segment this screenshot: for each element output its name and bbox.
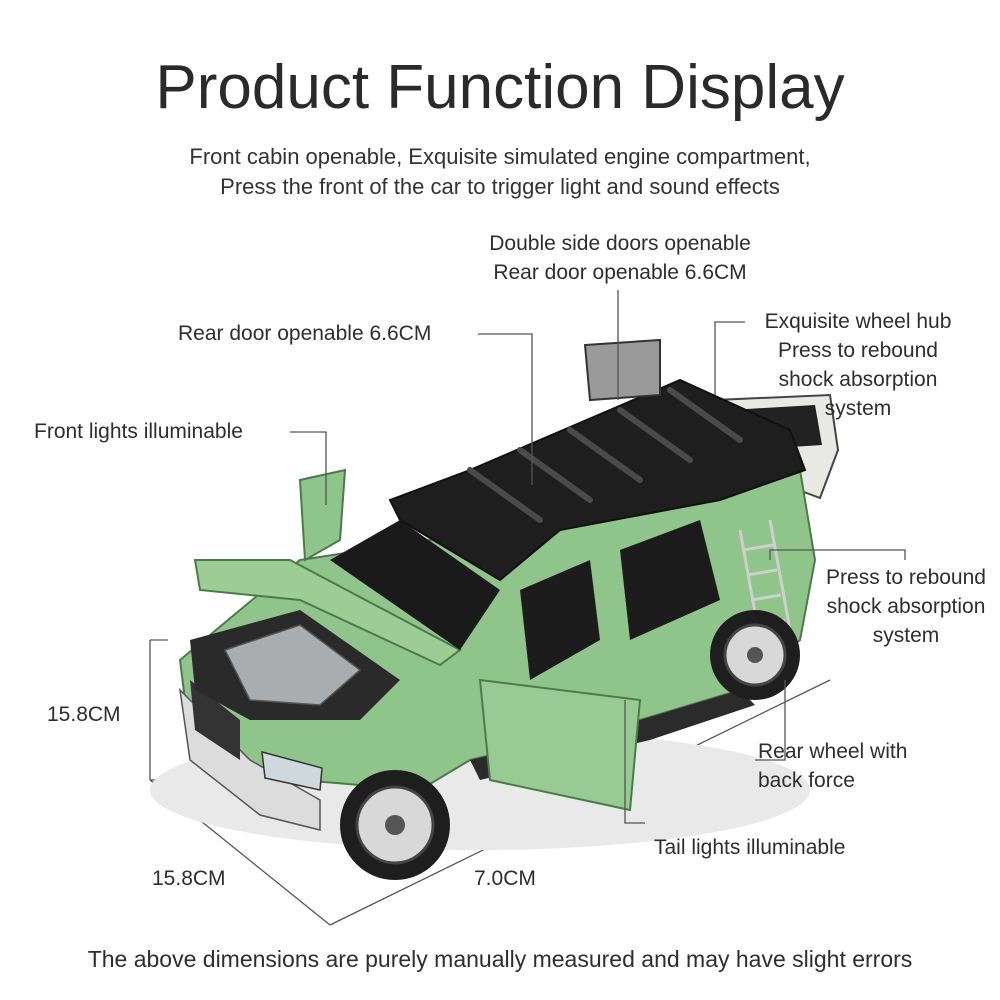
callout-wheel-hub-line2: Press to rebound <box>778 339 938 362</box>
callout-wheel-hub-line3: shock absorption <box>778 368 938 391</box>
callout-wheel-hub-line4: system <box>824 397 892 420</box>
callout-wheel-hub: Exquisite wheel hub Press to rebound sho… <box>738 307 978 423</box>
rear-wheel <box>710 610 800 700</box>
callout-rear-door: Rear door openable 6.6CM <box>178 322 432 345</box>
callout-wheel-hub-line1: Exquisite wheel hub <box>764 310 952 333</box>
callout-rear-wheel-line1: Rear wheel with <box>758 740 908 763</box>
subtitle-line-1: Front cabin openable, Exquisite simulate… <box>189 144 811 169</box>
dimension-length: 15.8CM <box>152 867 226 890</box>
callout-front-lights: Front lights illuminable <box>34 420 243 443</box>
callout-shock-line3: system <box>872 624 940 647</box>
callout-rear-wheel: Rear wheel with back force <box>758 737 907 795</box>
leader-lines <box>290 290 906 824</box>
callout-double-doors-line2: Rear door openable 6.6CM <box>493 261 747 284</box>
dimension-width: 7.0CM <box>474 867 536 890</box>
callout-rear-wheel-line2: back force <box>758 769 855 792</box>
callout-shock-line1: Press to rebound <box>826 566 986 589</box>
callout-shock: Press to rebound shock absorption system <box>812 563 1000 650</box>
page-title: Product Function Display <box>155 53 845 122</box>
dimension-height: 15.8CM <box>47 703 121 726</box>
callout-double-doors: Double side doors openable Rear door ope… <box>440 229 800 287</box>
front-wheel <box>340 770 450 880</box>
callout-shock-line2: shock absorption <box>826 595 986 618</box>
callout-double-doors-line1: Double side doors openable <box>489 232 751 255</box>
car-body <box>178 338 817 831</box>
subtitle-line-2: Press the front of the car to trigger li… <box>220 174 780 199</box>
footer-note: The above dimensions are purely manually… <box>87 946 913 972</box>
callout-tail-lights: Tail lights illuminable <box>654 836 846 859</box>
